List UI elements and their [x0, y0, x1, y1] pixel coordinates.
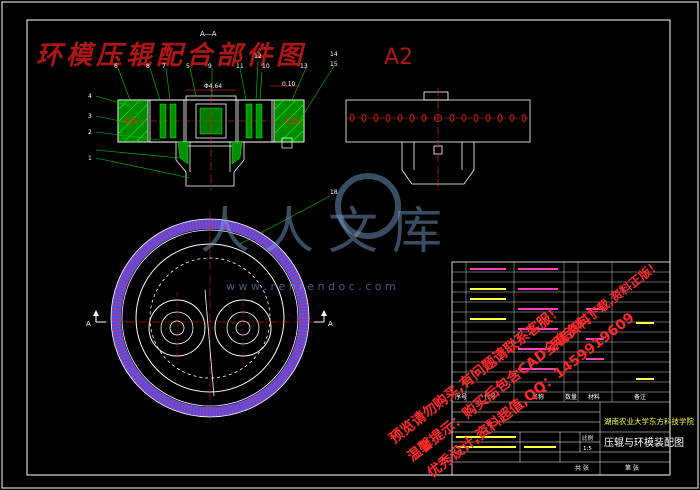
- svg-text:7: 7: [162, 63, 166, 70]
- svg-text:第 张: 第 张: [625, 464, 639, 472]
- parts-list-entries: [470, 268, 654, 380]
- svg-text:A: A: [328, 320, 333, 328]
- svg-text:名称: 名称: [532, 393, 544, 401]
- svg-text:11: 11: [236, 63, 244, 70]
- svg-text:13: 13: [300, 63, 308, 70]
- svg-text:12: 12: [254, 53, 262, 60]
- svg-text:A: A: [86, 320, 91, 328]
- promo-line-1: 预览请勿购买,有问题请联系客服！: [386, 301, 566, 447]
- section-view: Φ4.64 0.10: [117, 81, 305, 190]
- svg-text:0.10: 0.10: [282, 81, 296, 88]
- svg-text:9: 9: [208, 63, 212, 70]
- svg-text:1: 1: [88, 155, 92, 162]
- svg-text:代号: 代号: [484, 393, 496, 401]
- ring-die-view: A A: [86, 210, 333, 420]
- svg-text:共 张: 共 张: [575, 464, 589, 472]
- svg-text:4: 4: [88, 93, 92, 100]
- watermark-logo-icon: [335, 173, 401, 239]
- school-name: 湖南农业大学东方科技学院: [604, 416, 694, 426]
- part-balloons: 4 3 2 1 6 8 7 5 9 11 12 10 13 14 15 18: [88, 51, 338, 196]
- svg-text:8: 8: [146, 63, 150, 70]
- watermark-site: w w w . r e n r e n d o c . c o m: [226, 280, 396, 293]
- watermark: 人人文库 w w w . r e n r e n d o c . c o m 预…: [200, 173, 663, 481]
- svg-text:数量: 数量: [565, 393, 577, 401]
- svg-text:6: 6: [114, 63, 118, 70]
- svg-text:18: 18: [330, 189, 338, 196]
- svg-text:3: 3: [88, 113, 92, 120]
- svg-text:1:5: 1:5: [583, 446, 592, 452]
- svg-text:5: 5: [186, 63, 190, 70]
- section-label: A—A: [200, 30, 217, 38]
- size-code: A2: [384, 45, 413, 70]
- svg-text:10: 10: [262, 63, 270, 70]
- svg-text:材料: 材料: [588, 393, 600, 401]
- title-block: 序号 代号 名称 数量 材料 备注 湖南农业大学东方科技学院 压辊与环模装配图 …: [451, 261, 694, 476]
- svg-text:15: 15: [330, 61, 338, 68]
- leader-lines: [95, 61, 335, 245]
- svg-text:Φ4.64: Φ4.64: [204, 83, 222, 90]
- inner-frame: [26, 19, 671, 476]
- svg-text:比例: 比例: [582, 434, 594, 442]
- svg-text:2: 2: [88, 129, 92, 136]
- watermark-brand: 人人文库: [200, 202, 456, 260]
- svg-text:备注: 备注: [634, 393, 646, 401]
- svg-text:序号: 序号: [455, 393, 467, 401]
- drawing-name: 压辊与环模装配图: [604, 436, 684, 449]
- side-view-holes: [349, 114, 527, 122]
- svg-text:14: 14: [330, 51, 338, 58]
